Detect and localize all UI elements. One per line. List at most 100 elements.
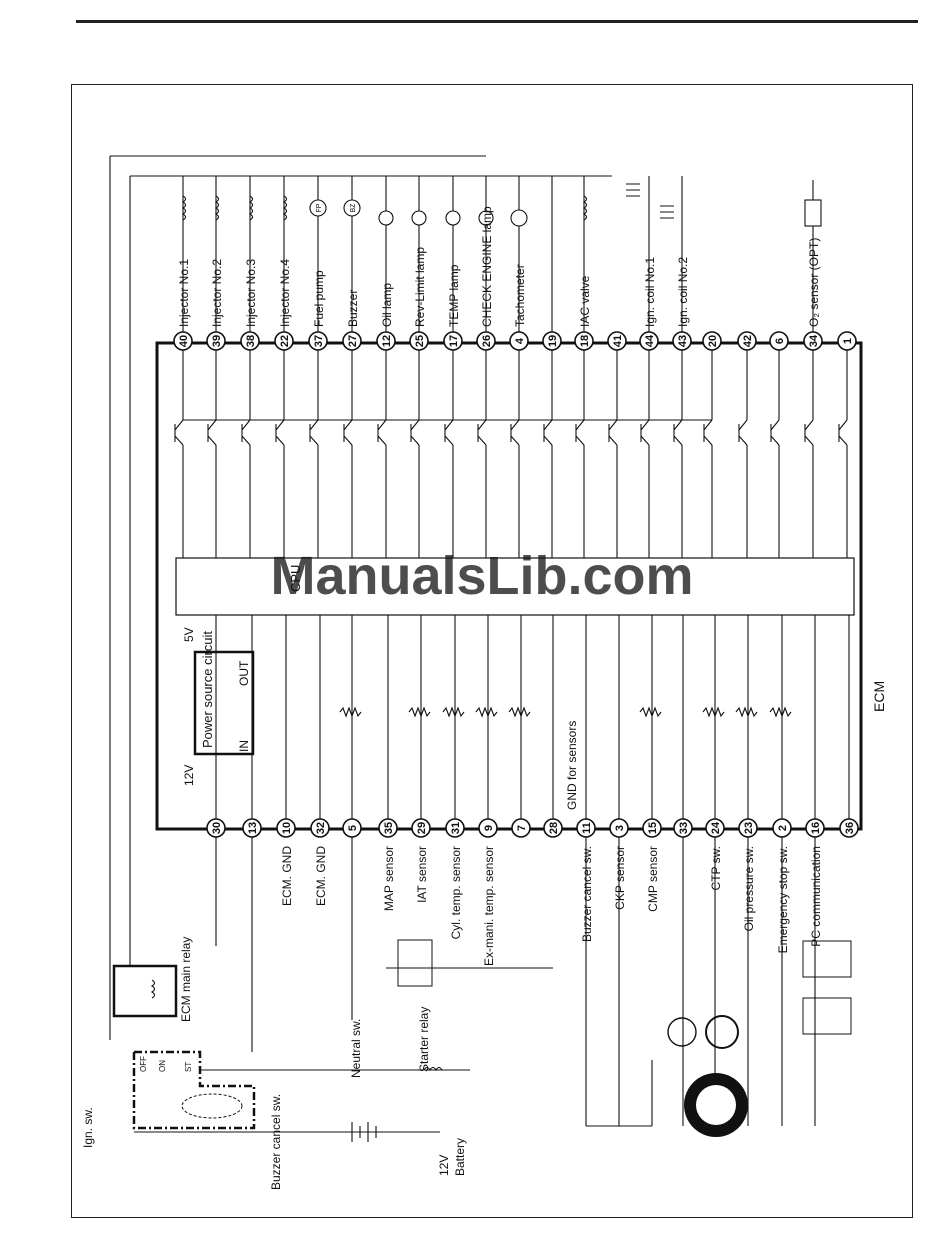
input-label: CKP sensor: [613, 846, 627, 910]
transistor-icon: [575, 419, 585, 446]
bottom-pin-13: 13: [242, 818, 262, 838]
pin-circle: [376, 331, 396, 351]
transistor-icon: [477, 419, 487, 446]
header-rule: [76, 20, 918, 23]
input-label: Emergency stop sw.: [776, 846, 790, 953]
cmp-rotor: [705, 1015, 739, 1049]
coil-icon: [214, 195, 220, 221]
bottom-pin-5: 5: [342, 818, 362, 838]
transistor-icon: [410, 419, 420, 446]
output-label: TEMP lamp: [447, 264, 461, 327]
pin-number: 3: [614, 825, 626, 831]
top-pin-19: 19: [542, 331, 562, 351]
resistor-icon: [442, 706, 465, 718]
transistor-icon: [804, 419, 814, 446]
input-label: CMP sensor: [646, 846, 660, 912]
buzzer-cancel-sw-text: Buzzer cancel sw.: [269, 1094, 283, 1190]
pin-circle: [542, 331, 562, 351]
buzzer-cancel-switch-ring: [181, 1093, 243, 1119]
bottom-pin-33: 33: [673, 818, 693, 838]
tachometer-icon: [510, 209, 528, 227]
transistor-icon: [510, 419, 520, 446]
bottom-pin-30: 30: [206, 818, 226, 838]
pin-circle: [308, 331, 328, 351]
pin-number: 4: [514, 337, 526, 344]
top-pin-40: 40: [173, 331, 193, 351]
ign-coil-2-icon: [660, 205, 674, 219]
pin-circle: [242, 818, 262, 838]
battery-icon: [351, 1122, 377, 1142]
pin-number: 22: [279, 335, 291, 347]
transistor-icon: [444, 419, 454, 446]
neutral-sw-label: Neutral sw.: [349, 1019, 363, 1078]
pin-number: 30: [211, 822, 223, 834]
cpu-box: [175, 557, 855, 616]
pin-number: 18: [579, 335, 591, 347]
output-label: Injector No.1: [177, 259, 191, 327]
ckp-rotor-inner: [696, 1085, 736, 1125]
pin-circle: [342, 818, 362, 838]
resistor-icon: [769, 706, 792, 718]
relay-coil-icon: [150, 979, 156, 999]
ecm-label: ECM: [871, 681, 887, 712]
transistor-icon: [770, 419, 780, 446]
top-pin-37: 37: [308, 331, 328, 351]
output-label: Ign. coil No.1: [643, 257, 657, 327]
pin-number: 43: [677, 335, 689, 347]
bottom-pin-15: 15: [642, 818, 662, 838]
sw-on-label: ON: [158, 1060, 167, 1072]
top-pin-39: 39: [206, 331, 226, 351]
pin-circle: [310, 818, 330, 838]
bottom-pin-31: 31: [445, 818, 465, 838]
top-pin-34: 34: [803, 331, 823, 351]
pin-circle: [772, 818, 792, 838]
pin-circle: [476, 331, 496, 351]
starter-relay-label: Starter relay: [417, 1007, 431, 1072]
pin-number: 41: [612, 335, 624, 347]
pin-circle: [607, 331, 627, 351]
transistor-icon: [838, 419, 848, 446]
output-label: Injector No.2: [210, 259, 224, 327]
starter-relay-coil-icon: [423, 1066, 443, 1072]
pin-number: 6: [774, 338, 786, 344]
pin-circle: [737, 331, 757, 351]
output-label: IAC valve: [578, 275, 592, 327]
pin-number: 40: [178, 335, 190, 347]
pin-number: 13: [247, 822, 259, 834]
buzzer-icon: [343, 199, 361, 217]
pin-circle: [511, 818, 531, 838]
top-pin-18: 18: [574, 331, 594, 351]
output-label: Ign. coil No.2: [676, 257, 690, 327]
resistor-icon: [339, 706, 362, 718]
transistor-icon: [608, 419, 618, 446]
transistor-icon: [207, 419, 217, 446]
power-out-label: OUT: [237, 660, 251, 686]
coil-icon: [248, 195, 254, 221]
pin-number: 31: [450, 822, 462, 834]
bottom-pin-16: 16: [805, 818, 825, 838]
input-label: PC communication: [809, 846, 823, 947]
pin-number: 16: [810, 822, 822, 834]
top-pin-25: 25: [409, 331, 429, 351]
coil-icon: [582, 195, 588, 221]
power-source-box: [193, 650, 255, 756]
bottom-pin-11: 11: [576, 818, 596, 838]
pin-circle: [274, 331, 294, 351]
pin-circle: [411, 818, 431, 838]
pin-circle: [705, 818, 725, 838]
pin-circle: [837, 331, 857, 351]
pin-circle: [206, 331, 226, 351]
top-pin-41: 41: [607, 331, 627, 351]
pin-circle: [276, 818, 296, 838]
input-label: Cyl. temp. sensor: [449, 846, 463, 939]
pin-number: 2: [777, 825, 789, 831]
v5-label: 5V: [182, 627, 196, 642]
pin-circle: [342, 331, 362, 351]
input-label: Oil pressure sw.: [742, 846, 756, 931]
input-label: IAT sensor: [415, 846, 429, 903]
bottom-pin-36: 36: [839, 818, 859, 838]
top-pin-20: 20: [702, 331, 722, 351]
power-source-label: Power source circuit: [200, 631, 215, 748]
wiring: [109, 155, 850, 1142]
